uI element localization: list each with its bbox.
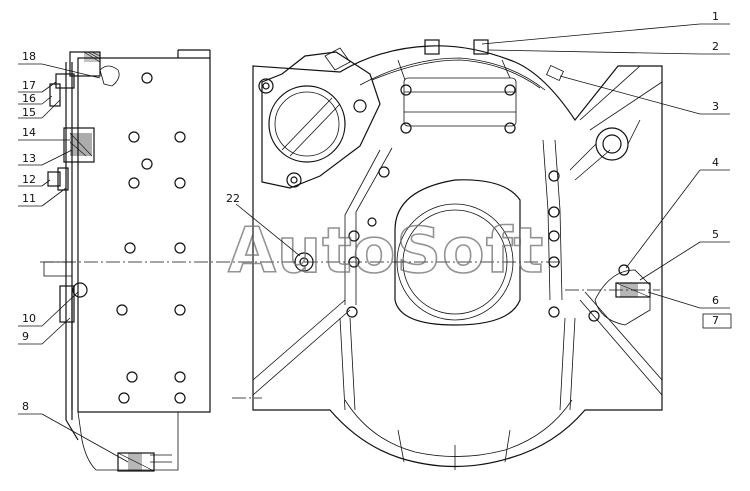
callout-9: 9 bbox=[22, 330, 29, 343]
callout-18: 18 bbox=[22, 50, 36, 63]
starter-bore bbox=[268, 85, 346, 163]
side-view-plate bbox=[77, 57, 211, 413]
bolt-head bbox=[55, 73, 75, 89]
callout-3: 3 bbox=[712, 100, 719, 113]
side-view bbox=[43, 49, 211, 472]
side-bolt-hole bbox=[72, 282, 88, 298]
right-callouts: 1 2 3 4 5 6 7 bbox=[481, 10, 732, 329]
callout-15: 15 bbox=[22, 106, 36, 119]
mid-bracket bbox=[63, 127, 95, 163]
housing-outline bbox=[252, 45, 663, 468]
right-hub bbox=[595, 127, 629, 161]
housing-bolt-holes bbox=[294, 84, 560, 318]
top-bracket bbox=[69, 51, 101, 77]
callout-11: 11 bbox=[22, 192, 36, 205]
callout-22: 22 bbox=[226, 192, 240, 205]
side-bolt-holes bbox=[116, 72, 186, 404]
watermark-text: AutoSoft bbox=[228, 214, 544, 287]
callout-7: 7 bbox=[712, 314, 719, 327]
side-view-skirt bbox=[77, 411, 179, 471]
crankshaft-opening bbox=[394, 179, 521, 326]
callout-8: 8 bbox=[22, 400, 29, 413]
callout-6: 6 bbox=[712, 294, 719, 307]
crankshaft-bore bbox=[396, 203, 514, 321]
front-view bbox=[252, 39, 663, 470]
callout-14: 14 bbox=[22, 126, 36, 139]
callout-1: 1 bbox=[712, 10, 719, 23]
callout-5: 5 bbox=[712, 228, 719, 241]
callout-2: 2 bbox=[712, 40, 719, 53]
callout-13: 13 bbox=[22, 152, 36, 165]
starter-flange bbox=[261, 51, 381, 189]
top-rib-block bbox=[403, 77, 517, 127]
callout-17: 17 bbox=[22, 79, 36, 92]
left-callouts: 18 17 16 15 14 13 12 11 10 9 bbox=[18, 50, 129, 463]
callout-16: 16 bbox=[22, 92, 36, 105]
callout-12: 12 bbox=[22, 173, 36, 186]
callout-10: 10 bbox=[22, 312, 36, 325]
callout-4: 4 bbox=[712, 156, 719, 169]
